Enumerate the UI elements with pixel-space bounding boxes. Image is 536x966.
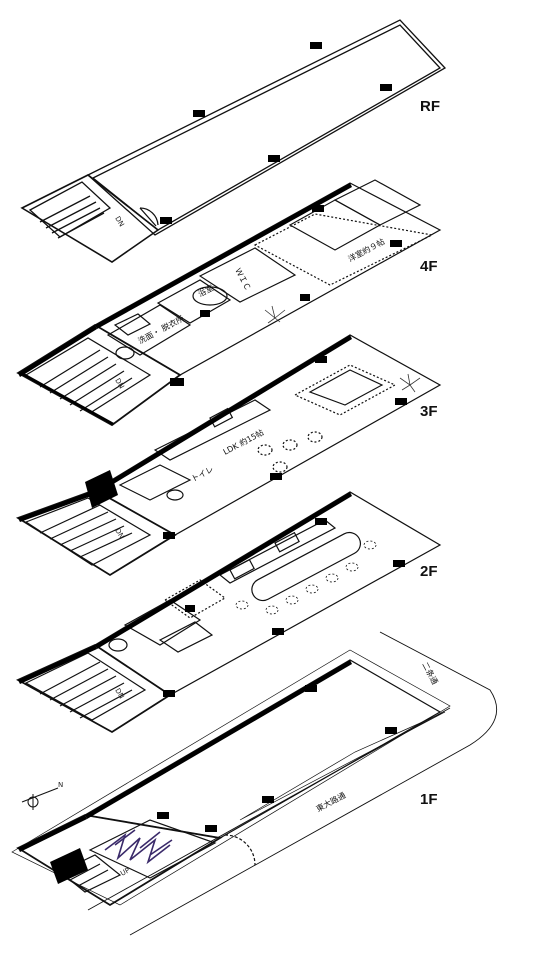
floor-label-rf: RF <box>420 98 440 115</box>
north-arrow-icon <box>21 787 59 810</box>
f2-stair-dn-label: DN <box>113 687 125 700</box>
floor-3-walls <box>18 335 407 539</box>
floor-label-1f: 1F <box>420 791 438 808</box>
floor-1-planting <box>104 829 173 865</box>
f1-stair-up-label: UP <box>119 866 131 877</box>
street-main-label: 東大路通 <box>314 790 347 814</box>
north-label: N <box>58 781 63 789</box>
floor-1-walls <box>18 660 397 884</box>
f3-stair-dn-label: DN <box>113 527 125 540</box>
street-side-label: 二条通 <box>420 660 440 686</box>
room-closet: ＷＩＣ <box>233 267 252 292</box>
floor-3-plant <box>399 373 421 393</box>
floor-4-walls <box>18 183 402 425</box>
floor-2-walls <box>18 492 405 697</box>
floor-4-plant <box>264 305 286 324</box>
site-street-lines <box>87 631 498 936</box>
floor-label-4f: 4F <box>420 258 438 275</box>
floor-label-2f: 2F <box>420 563 438 580</box>
floor-label-3f: 3F <box>420 403 438 420</box>
room-bath: 浴室 <box>196 282 215 298</box>
floor-4-plan <box>16 179 442 427</box>
floor-2-seats <box>235 540 377 615</box>
roof-columns <box>160 42 392 224</box>
room-toilet: トイレ <box>190 465 215 484</box>
floor-2-plan <box>15 491 442 734</box>
roof-floor-plan <box>20 19 447 263</box>
rf-stair-dn-label: DN <box>113 215 125 228</box>
